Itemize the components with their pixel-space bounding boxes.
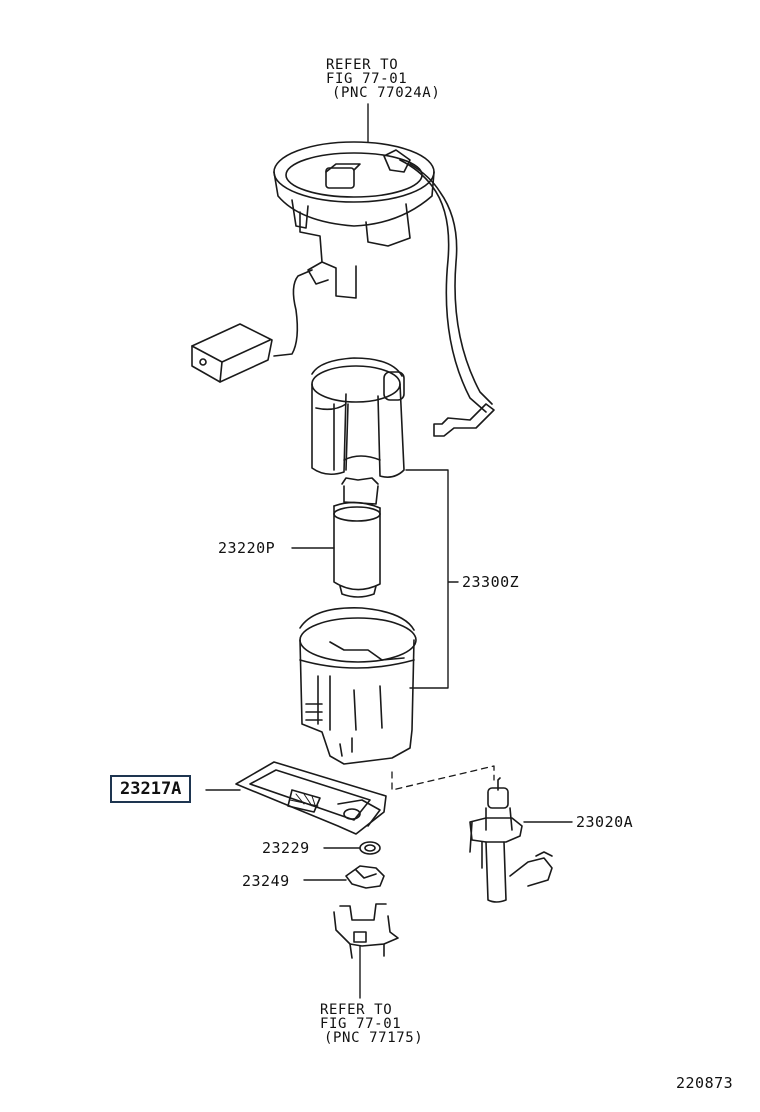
pump-holder-upper-drawing [311,357,405,478]
figure-number: 220873 [676,1074,734,1092]
bottom-ref-line-3: (PNC 77175) [324,1030,424,1046]
sender-flange-drawing [273,141,495,437]
part-label-23220P: 23220P [218,539,276,557]
top-reference-note: REFER TO FIG 77-01 (PNC 77024A) [326,58,440,100]
part-label-23217A-highlighted[interactable]: 23217A [110,775,192,803]
bottom-bracket-drawing [333,903,399,999]
ring-drawing [359,841,381,855]
pump-housing-lower-drawing [299,607,417,765]
fuel-filter-drawing [235,761,387,835]
top-ref-line-1: REFER TO [326,57,399,73]
dashed-link [391,765,495,791]
part-label-23229: 23229 [262,839,310,857]
part-label-23249: 23249 [242,872,290,890]
bottom-ref-line-1: REFER TO [320,1002,393,1018]
part-label-23020A: 23020A [576,813,634,831]
bottom-ref-line-2: FIG 77-01 [320,1016,402,1032]
top-ref-line-2: FIG 77-01 [326,71,408,87]
pressure-regulator-drawing [469,777,553,903]
assembly-bracket [405,469,459,689]
clip-drawing [345,865,385,889]
bottom-reference-note: REFER TO FIG 77-01 (PNC 77175) [320,1003,423,1045]
fuel-level-float-drawing [191,323,273,383]
fuel-pump-drawing [333,477,381,598]
part-label-23300Z: 23300Z [462,573,520,591]
top-ref-line-3: (PNC 77024A) [332,85,441,101]
